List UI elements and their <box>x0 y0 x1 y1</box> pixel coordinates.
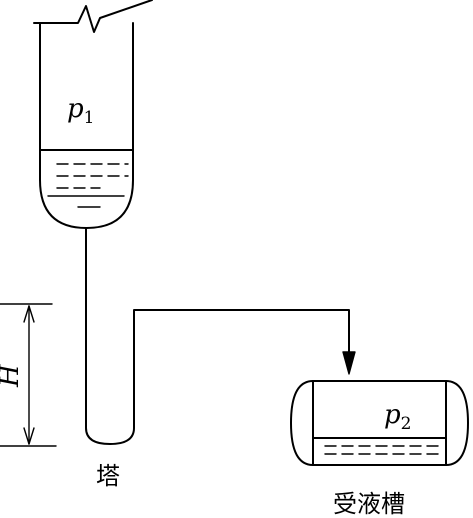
dimension-arrow-up-icon <box>23 305 35 323</box>
receiver-tank <box>290 380 469 466</box>
receiver-left-head <box>290 380 314 466</box>
tower-caption: 塔 <box>96 462 120 490</box>
dimension-arrow-down-icon <box>23 427 35 445</box>
tower-bottom-head <box>39 179 134 229</box>
height-label: H <box>0 363 25 388</box>
tower-break-line <box>33 0 153 33</box>
u-tube-pipe <box>85 227 350 445</box>
flow-arrow-icon <box>342 351 356 375</box>
receiver-caption: 受液槽 <box>333 490 405 518</box>
tower-pressure-label: p1 <box>67 94 94 128</box>
height-dimension <box>0 303 57 447</box>
receiver-right-head <box>445 380 469 466</box>
tower-vessel <box>33 0 153 229</box>
receiver-pressure-label: p2 <box>384 400 411 434</box>
